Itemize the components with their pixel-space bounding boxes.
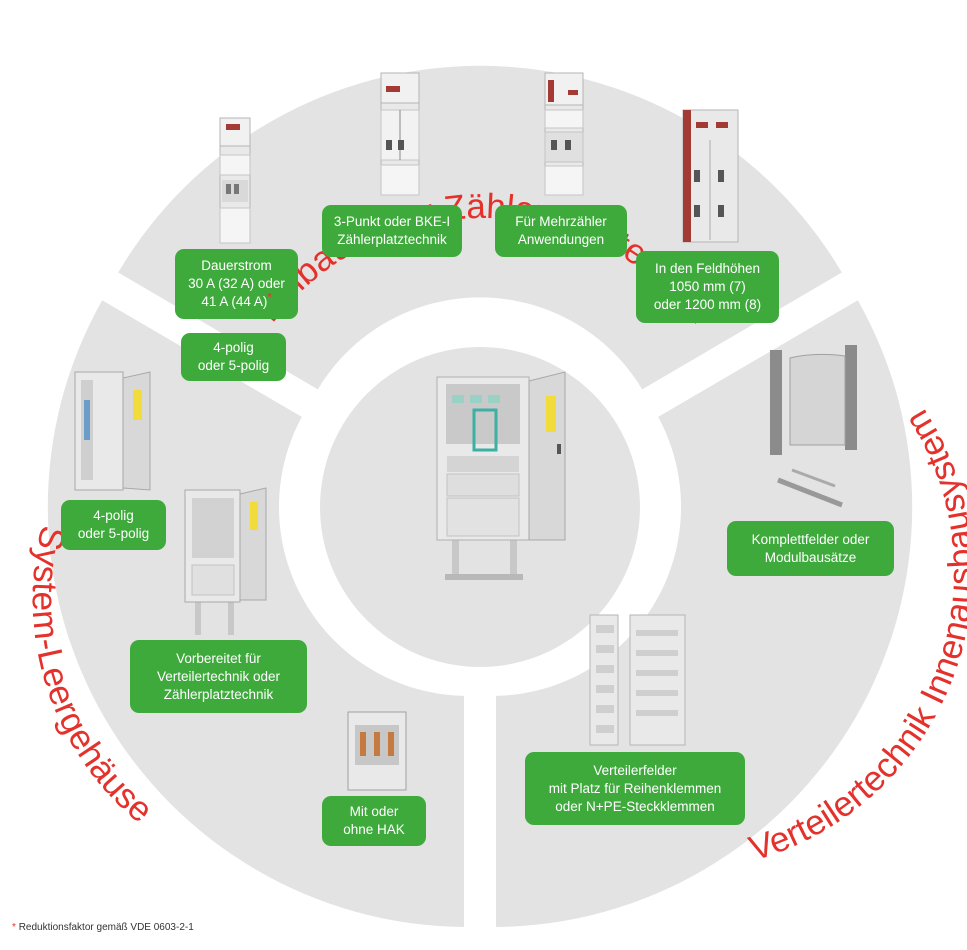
badge-vorbereitet-line3: Zählerplatztechnik bbox=[163, 686, 274, 702]
badge-feldhoehen: In den Feldhöhen 1050 mm (7) oder 1200 m… bbox=[636, 251, 779, 323]
badge-bke: 3-Punkt oder BKE-I Zählerplatztechnik bbox=[322, 205, 462, 257]
footnote-mark: * bbox=[12, 922, 16, 933]
badge-mehrzaehler-line2: Anwendungen bbox=[517, 232, 605, 247]
badge-dauerstrom-line2: 30 A (32 A) oder bbox=[188, 276, 285, 291]
center-cabinet-image bbox=[436, 371, 566, 580]
meter-panel-feldhoehen-image bbox=[682, 109, 739, 243]
badge-polig-left-line2: oder 5-polig bbox=[77, 526, 150, 541]
meter-panel-single-image bbox=[219, 117, 251, 244]
badge-bke-line1: 3-Punkt oder BKE-I bbox=[333, 214, 451, 229]
badge-dauerstrom-line3: 41 A (44 A) bbox=[201, 294, 268, 309]
badge-bke-line2: Zählerplatztechnik bbox=[337, 232, 447, 247]
meter-panel-mehrzaehler-image bbox=[544, 72, 584, 196]
badge-polig-left: 4-polig oder 5-polig bbox=[61, 500, 166, 550]
badge-dauerstrom-mark: * bbox=[267, 291, 272, 304]
badge-dauerstrom-line3-wrap: 41 A (44 A)* bbox=[201, 291, 272, 311]
badge-mehrzaehler-line1: Für Mehrzähler bbox=[515, 214, 607, 229]
badge-feldhoehen-line3: oder 1200 mm (8) bbox=[653, 297, 762, 312]
badge-mehrzaehler: Für Mehrzähler Anwendungen bbox=[495, 205, 627, 257]
badge-verteiler: Verteilerfelder mit Platz für Reihenklem… bbox=[525, 752, 745, 825]
badge-komplett-line2: Modulbausätze bbox=[764, 549, 857, 565]
distribution-panels-image bbox=[589, 614, 686, 746]
badge-komplett-line1: Komplettfelder oder bbox=[751, 531, 870, 547]
badge-polig-top-line2: oder 5-polig bbox=[197, 358, 270, 373]
badge-feldhoehen-line1: In den Feldhöhen bbox=[654, 261, 761, 276]
badge-dauerstrom: Dauerstrom 30 A (32 A) oder 41 A (44 A)* bbox=[175, 249, 298, 319]
badge-hak-line2: ohne HAK bbox=[343, 822, 405, 837]
enclosure-on-legs-image bbox=[184, 487, 267, 635]
badge-komplett: Komplettfelder oder Modulbausätze bbox=[727, 521, 894, 576]
badge-verteiler-line3: oder N+PE-Steckklemmen bbox=[555, 798, 715, 814]
footnote: * Reduktionsfaktor gemäß VDE 0603-2-1 bbox=[12, 922, 194, 933]
badge-polig-left-line1: 4-polig bbox=[93, 508, 134, 523]
badge-hak: Mit oder ohne HAK bbox=[322, 796, 426, 846]
badge-polig-top-line1: 4-polig bbox=[213, 340, 254, 355]
meter-panel-3punkt-image bbox=[380, 72, 420, 196]
rail-module-image bbox=[770, 345, 857, 508]
badge-dauerstrom-line1: Dauerstrom bbox=[201, 258, 272, 273]
badge-vorbereitet-line2: Verteilertechnik oder bbox=[156, 668, 281, 684]
badge-vorbereitet-line1: Vorbereitet für bbox=[176, 650, 261, 666]
badge-verteiler-line1: Verteilerfelder bbox=[593, 762, 677, 778]
badge-feldhoehen-line2: 1050 mm (7) bbox=[669, 279, 746, 294]
badge-vorbereitet: Vorbereitet für Verteilertechnik oder Zä… bbox=[130, 640, 307, 713]
badge-hak-line1: Mit oder bbox=[349, 804, 399, 819]
hak-box-image bbox=[347, 711, 407, 791]
badge-polig-top: 4-polig oder 5-polig bbox=[181, 333, 286, 381]
footnote-text: Reduktionsfaktor gemäß VDE 0603-2-1 bbox=[18, 922, 194, 933]
badge-verteiler-line2: mit Platz für Reihenklemmen bbox=[548, 780, 722, 796]
empty-enclosure-image bbox=[74, 371, 151, 491]
